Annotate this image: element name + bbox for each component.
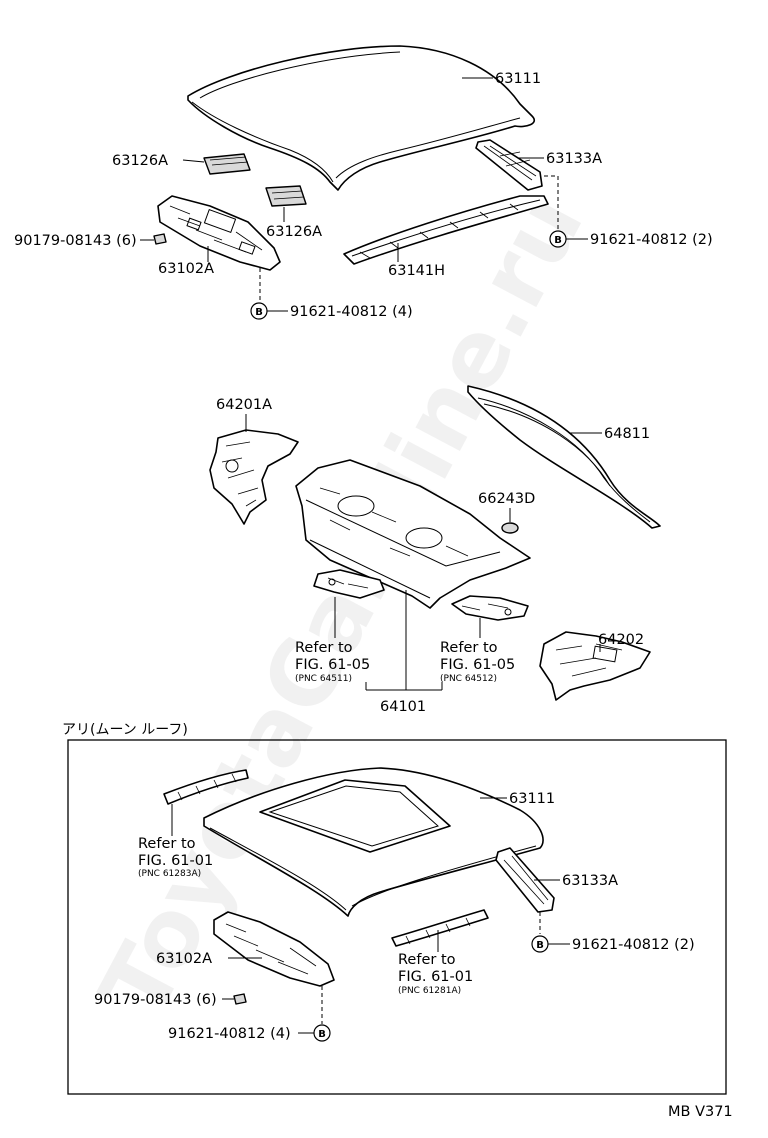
label-side-left: 64201A <box>216 397 272 413</box>
label-header-front: 63102A <box>158 261 214 277</box>
bottom-side-rail-part <box>495 847 555 913</box>
package-tray-part <box>295 459 531 609</box>
label-bottom-bolt-rear: 91621-40812 (2) <box>572 937 695 953</box>
reinforce-front-part <box>163 769 249 805</box>
label-bottom-side-rail: 63133A <box>562 873 618 889</box>
label-side-right: 64202 <box>598 632 644 648</box>
label-bottom-refer-right-pnc: (PNC 61281A) <box>398 986 461 996</box>
label-roof-panel: 63111 <box>495 71 541 87</box>
label-bottom-refer-left-1: Refer to <box>138 836 196 852</box>
svg-text:B: B <box>536 940 544 951</box>
label-clip: 90179-08143 (6) <box>14 233 137 249</box>
figure-code: MB V371 <box>668 1104 733 1120</box>
label-refer-right-1: Refer to <box>440 640 498 656</box>
label-bottom-refer-left-pnc: (PNC 61283A) <box>138 869 201 879</box>
label-refer-left-1: Refer to <box>295 640 353 656</box>
top-section: 63111 63126A 63126A 63133A 63141H <box>14 45 713 320</box>
bottom-header-front-part <box>213 911 335 987</box>
label-bolt-front: 91621-40812 (4) <box>290 304 413 320</box>
sheet-b-part <box>265 185 307 207</box>
label-bottom-refer-left-2: FIG. 61-01 <box>138 853 213 869</box>
clip-part <box>153 233 167 245</box>
side-right-part <box>539 631 651 701</box>
roof-panel-part <box>187 45 535 191</box>
label-header-rear: 63141H <box>388 263 445 279</box>
side-left-part <box>209 429 299 525</box>
label-refer-right-pnc: (PNC 64512) <box>440 674 497 684</box>
label-side-rail-rear: 63133A <box>546 151 602 167</box>
header-rear-part <box>343 195 549 265</box>
label-sheet-a: 63126A <box>112 153 168 169</box>
label-refer-left-2: FIG. 61-05 <box>295 657 370 673</box>
label-package-tray: 64101 <box>380 699 426 715</box>
moonroof-panel-part <box>203 767 544 917</box>
middle-section: 64201A 64811 66243D 64101 <box>209 385 661 715</box>
label-bottom-header-front: 63102A <box>156 951 212 967</box>
bottom-section: 63111 Refer to FIG. 61-01 (PNC 61283A) 6… <box>94 767 695 1042</box>
hinge-right-part <box>451 595 529 621</box>
label-refer-right-2: FIG. 61-05 <box>440 657 515 673</box>
label-grommet: 66243D <box>478 491 535 507</box>
label-refer-left-pnc: (PNC 64511) <box>295 674 352 684</box>
header-front-part <box>157 195 281 271</box>
label-bottom-bolt-front: 91621-40812 (4) <box>168 1026 291 1042</box>
moon-roof-frame <box>67 739 727 1095</box>
label-bottom-clip: 90179-08143 (6) <box>94 992 217 1008</box>
hinge-left-part <box>313 569 385 599</box>
label-sheet-b: 63126A <box>266 224 322 240</box>
side-rail-rear-part <box>475 139 543 191</box>
label-bottom-refer-right-1: Refer to <box>398 952 456 968</box>
bottom-clip-part <box>233 993 247 1005</box>
svg-text:B: B <box>554 235 562 246</box>
label-bottom-refer-right-2: FIG. 61-01 <box>398 969 473 985</box>
label-window-glass: 64811 <box>604 426 650 442</box>
grommet-part <box>501 522 519 534</box>
sheet-a-part <box>203 153 251 175</box>
label-bolt-rear: 91621-40812 (2) <box>590 232 713 248</box>
reinforce-rear-part <box>391 909 489 947</box>
svg-text:B: B <box>255 307 263 318</box>
section-title: アリ(ムーン ルーフ) <box>62 722 188 738</box>
svg-text:B: B <box>318 1029 326 1040</box>
label-bottom-roof-panel: 63111 <box>509 791 555 807</box>
window-glass-part <box>467 385 661 529</box>
